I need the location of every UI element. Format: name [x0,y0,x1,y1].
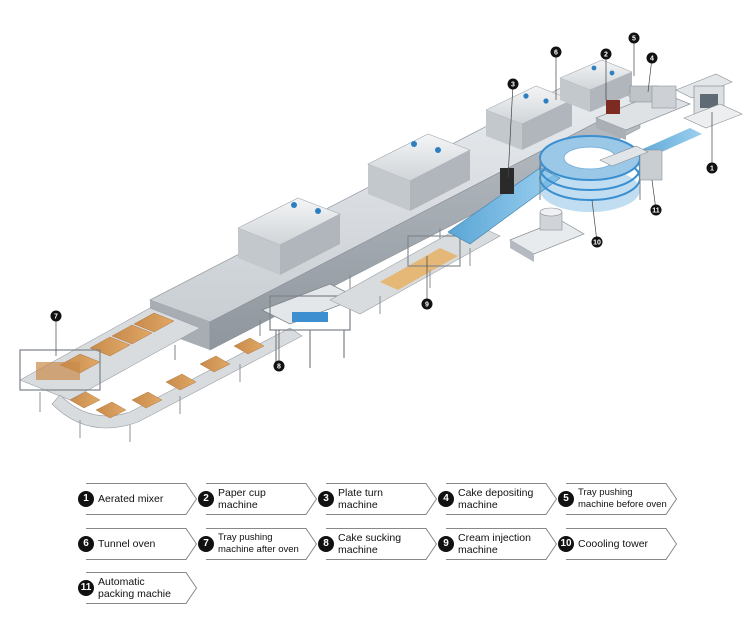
legend-label: Tunnel oven [98,528,198,560]
legend-item-plate-turn-machine: 3 Plate turn machine [318,483,438,515]
legend-item-tray-pushing-after-oven: 7 Tray pushing machine after oven [198,528,318,560]
legend-item-tunnel-oven: 6 Tunnel oven [78,528,198,560]
legend-item-aerated-mixer: 1 Aerated mixer [78,483,198,515]
legend-badge: 11 [78,580,94,596]
callout-9: 9 [422,299,433,310]
callout-8-label: 8 [277,364,281,371]
legend-label: Tray pushing machine after oven [218,528,322,560]
legend-item-automatic-packing-machine: 11 Automatic packing machie [78,572,198,604]
legend-badge: 4 [438,491,454,507]
callout-10: 10 [592,237,603,248]
production-line-illustration: 1 2 3 4 5 6 7 8 9 10 11 [0,0,750,460]
callout-6-label: 6 [554,50,558,57]
callout-8: 8 [274,361,285,372]
callout-1-label: 1 [710,166,714,173]
callout-3: 3 [508,79,519,90]
legend-label: Cake sucking machine [338,528,438,560]
legend-item-tray-pushing-before-oven: 5 Tray pushing machine before oven [558,483,678,515]
legend-item-cake-sucking-machine: 8 Cake sucking machine [318,528,438,560]
legend-item-cake-depositing-machine: 4 Cake depositing machine [438,483,558,515]
legend-label: Cream injection machine [458,528,558,560]
callout-2-label: 2 [604,52,608,59]
callout-10-label: 10 [593,240,601,247]
callout-11: 11 [651,205,662,216]
callout-3-label: 3 [511,82,515,89]
legend-item-paper-cup-machine: 2 Paper cup machine [198,483,318,515]
callout-2: 2 [601,49,612,60]
legend-badge: 9 [438,536,454,552]
callout-11-label: 11 [652,208,660,215]
legend-badge: 5 [558,491,574,507]
callout-7: 7 [51,311,62,322]
legend-label: Aerated mixer [98,483,198,515]
legend-label: Tray pushing machine before oven [578,483,682,515]
legend-badge: 6 [78,536,94,552]
legend-label: Coooling tower [578,528,678,560]
legend-label: Plate turn machine [338,483,438,515]
cooling-tower [540,136,640,212]
callout-7-label: 7 [54,314,58,321]
callout-6: 6 [551,47,562,58]
callout-5-label: 5 [632,36,636,43]
legend-label: Automatic packing machie [98,572,198,604]
legend-badge: 8 [318,536,334,552]
legend-badge: 1 [78,491,94,507]
callout-4: 4 [647,53,658,64]
cream-injection-machine [510,208,584,262]
legend-item-cooling-tower: 10 Coooling tower [558,528,678,560]
callout-9-label: 9 [425,302,429,309]
callout-1: 1 [707,163,718,174]
legend-label: Cake depositing machine [458,483,558,515]
legend-badge: 10 [558,536,574,552]
legend-badge: 7 [198,536,214,552]
callout-4-label: 4 [650,56,654,63]
legend-badge: 2 [198,491,214,507]
legend-label: Paper cup machine [218,483,318,515]
legend-badge: 3 [318,491,334,507]
callout-5: 5 [629,33,640,44]
legend-item-cream-injection-machine: 9 Cream injection machine [438,528,558,560]
